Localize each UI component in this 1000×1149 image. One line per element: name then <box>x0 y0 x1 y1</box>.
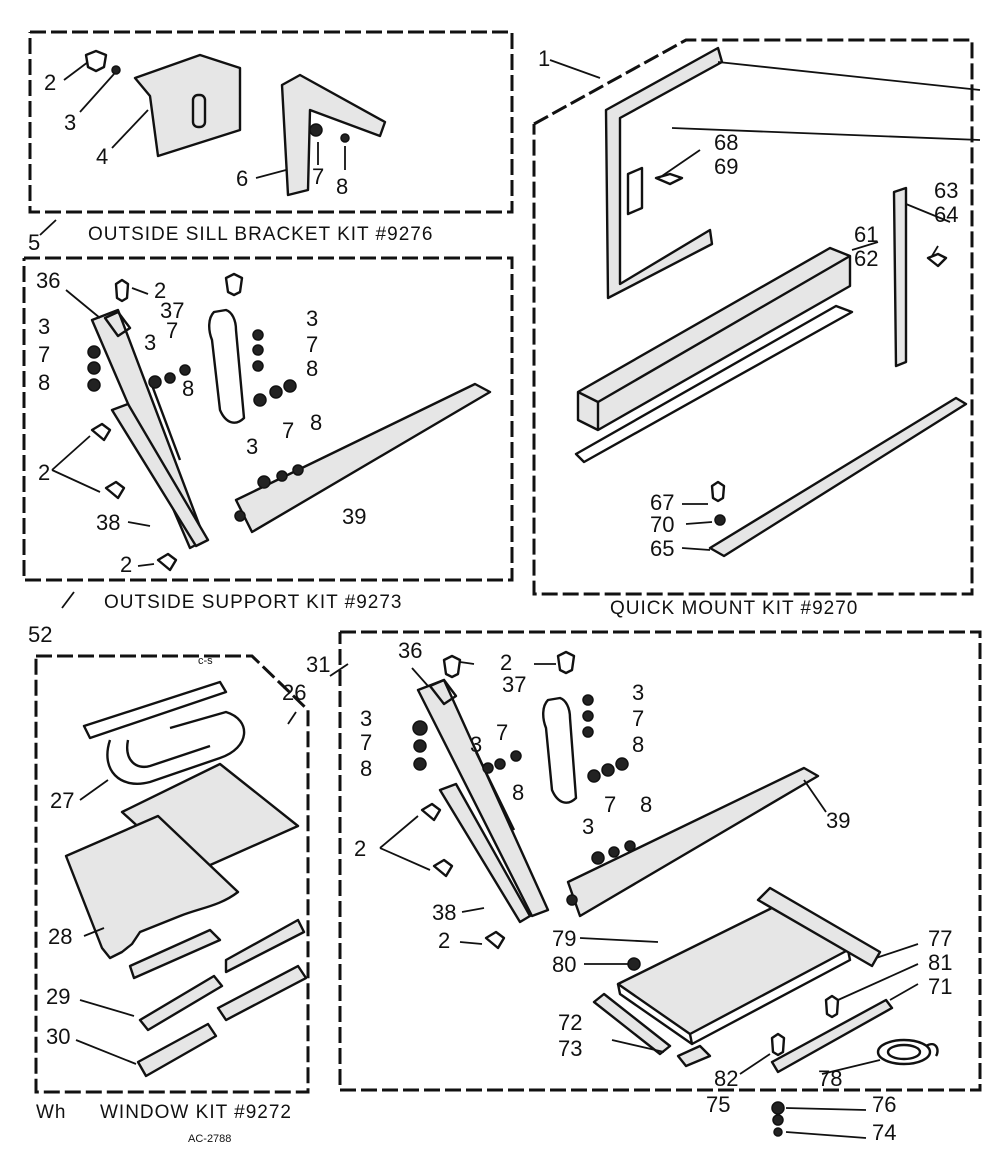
window-kit-title: WINDOW KIT #9272 <box>100 1102 292 1123</box>
part-label-2: 2 <box>154 278 166 303</box>
part-label-27: 27 <box>50 788 74 813</box>
part-label-69: 69 <box>714 154 738 179</box>
part-label-3: 3 <box>38 314 50 339</box>
part-label-3: 3 <box>144 330 156 355</box>
part-label-2: 2 <box>438 928 450 953</box>
part-label-38: 38 <box>432 900 456 925</box>
part-label-8: 8 <box>360 756 372 781</box>
part-label-3: 3 <box>582 814 594 839</box>
part-label-63: 63 <box>934 178 958 203</box>
part-label-65: 65 <box>650 536 674 561</box>
part-label-3: 3 <box>470 732 482 757</box>
part-label-29: 29 <box>46 984 70 1009</box>
part-label-7: 7 <box>282 418 294 443</box>
part-label-72: 72 <box>558 1010 582 1035</box>
part-label-37: 37 <box>160 298 184 323</box>
window-kit-prefix: Wh <box>36 1102 67 1123</box>
support-kit-frame <box>22 256 514 582</box>
part-label-80: 80 <box>552 952 576 977</box>
part-label-2: 2 <box>354 836 366 861</box>
quick-mount-parts <box>574 46 981 558</box>
part-label-8: 8 <box>38 370 50 395</box>
part-label-7: 7 <box>496 720 508 745</box>
part-label-5: 5 <box>28 230 40 255</box>
part-label-1: 1 <box>538 46 550 71</box>
part-label-81: 81 <box>928 950 952 975</box>
part-label-78: 78 <box>818 1066 842 1091</box>
part-label-67: 67 <box>650 490 674 515</box>
sill-bracket-kit-title: OUTSIDE SILL BRACKET KIT #9276 <box>88 224 433 245</box>
lower-support-leaders <box>329 661 919 1139</box>
quick-mount-leaders <box>549 59 951 551</box>
part-label-26: 26 <box>282 680 306 705</box>
part-label-75: 75 <box>706 1092 730 1117</box>
part-label-8: 8 <box>306 356 318 381</box>
part-label-2: 2 <box>38 460 50 485</box>
part-label-8: 8 <box>632 732 644 757</box>
part-label-39: 39 <box>342 504 366 529</box>
part-label-8: 8 <box>182 376 194 401</box>
quick-mount-kit-title: QUICK MOUNT KIT #9270 <box>610 598 858 619</box>
part-label-28: 28 <box>48 924 72 949</box>
part-label-64: 64 <box>934 202 958 227</box>
part-label-7: 7 <box>38 342 50 367</box>
part-label-3: 3 <box>64 110 76 135</box>
part-label-71: 71 <box>928 974 952 999</box>
part-label-3: 3 <box>246 434 258 459</box>
part-label-7: 7 <box>166 318 178 343</box>
window-kit-leaders <box>75 711 297 1065</box>
part-label-76: 76 <box>872 1092 896 1117</box>
part-label-37: 37 <box>502 672 526 697</box>
part-label-7: 7 <box>604 792 616 817</box>
part-label-7: 7 <box>306 332 318 357</box>
part-label-74: 74 <box>872 1120 896 1145</box>
part-label-2: 2 <box>120 552 132 577</box>
part-label-61: 61 <box>854 222 878 247</box>
part-label-52: 52 <box>28 622 52 647</box>
sill-bracket-kit-frame <box>28 30 514 214</box>
part-label-31: 31 <box>306 652 330 677</box>
support-kit-leaders <box>51 287 155 609</box>
part-label-7: 7 <box>360 730 372 755</box>
window-kit-parts <box>64 680 308 1078</box>
part-label-3: 3 <box>632 680 644 705</box>
sill-bracket-leaders <box>39 61 346 236</box>
part-label-77: 77 <box>928 926 952 951</box>
part-label-73: 73 <box>558 1036 582 1061</box>
part-label-36: 36 <box>398 638 422 663</box>
part-label-8: 8 <box>310 410 322 435</box>
lower-support-parts <box>412 650 939 1137</box>
support-kit-parts <box>87 272 492 572</box>
drawing-number: AC-2788 <box>188 1133 231 1145</box>
support-kit-title: OUTSIDE SUPPORT KIT #9273 <box>104 592 403 613</box>
part-label-7: 7 <box>632 706 644 731</box>
part-label-39: 39 <box>826 808 850 833</box>
quick-mount-kit-frame <box>532 38 974 596</box>
small-code-label: c-s <box>198 655 213 667</box>
part-label-62: 62 <box>854 246 878 271</box>
part-label-70: 70 <box>650 512 674 537</box>
part-label-82: 82 <box>714 1066 738 1091</box>
part-label-8: 8 <box>336 174 348 199</box>
part-label-79: 79 <box>552 926 576 951</box>
part-label-38: 38 <box>96 510 120 535</box>
sill-bracket-parts <box>84 49 387 197</box>
part-label-36: 36 <box>36 268 60 293</box>
part-label-68: 68 <box>714 130 738 155</box>
part-label-7: 7 <box>312 164 324 189</box>
part-label-2: 2 <box>44 70 56 95</box>
part-label-6: 6 <box>236 166 248 191</box>
lower-support-frame <box>338 630 982 1092</box>
part-label-3: 3 <box>360 706 372 731</box>
window-kit-frame <box>34 654 310 1094</box>
part-label-4: 4 <box>96 144 108 169</box>
part-label-3: 3 <box>306 306 318 331</box>
part-label-8: 8 <box>512 780 524 805</box>
part-label-8: 8 <box>640 792 652 817</box>
part-label-2: 2 <box>500 650 512 675</box>
part-label-30: 30 <box>46 1024 70 1049</box>
